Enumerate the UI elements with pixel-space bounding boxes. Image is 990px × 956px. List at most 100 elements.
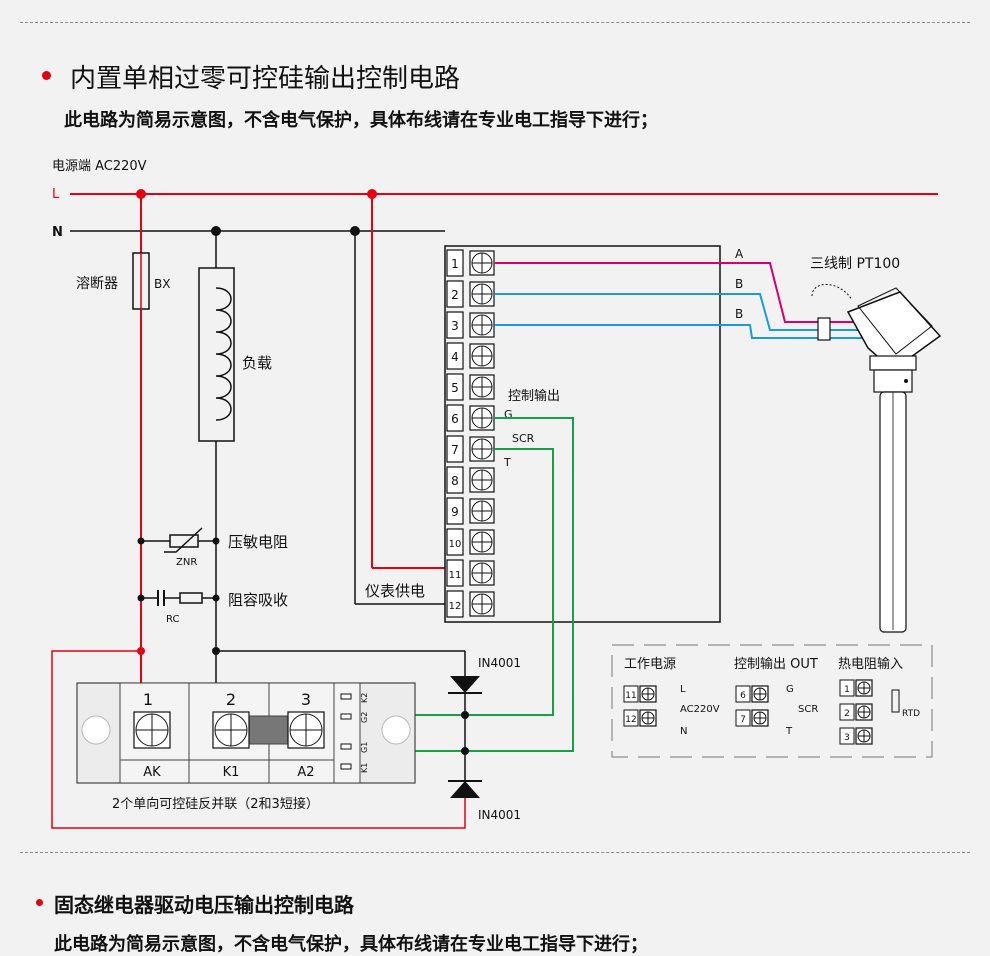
diode-top-label: IN4001: [478, 656, 521, 670]
svg-text:6: 6: [451, 412, 459, 426]
svg-text:K2: K2: [360, 693, 369, 703]
module-bottom-ak: AK: [143, 765, 161, 780]
load-coil: [215, 287, 232, 421]
instrument-box: [444, 245, 721, 623]
module-screw: [212, 711, 250, 749]
legend-terminal-3: 3: [839, 727, 873, 745]
svg-text:10: 10: [449, 539, 462, 550]
terminal-2: 2: [446, 280, 495, 308]
module-caption: 2个单向可控硅反并联（2和3短接）: [112, 796, 319, 812]
terminal-8: 8: [446, 466, 495, 494]
diode-bottom-label: IN4001: [478, 808, 521, 822]
wire-b2-label: B: [735, 307, 743, 321]
module-side-pins: K2 G2 G1 K1: [340, 693, 369, 773]
svg-text:1: 1: [844, 685, 850, 695]
terminal-6: 6: [446, 404, 495, 432]
svg-text:T: T: [785, 726, 793, 737]
divider-top: [20, 22, 970, 23]
svg-text:9: 9: [451, 505, 459, 519]
rc-label: 阻容吸收: [228, 591, 288, 609]
meter-power-label: 仪表供电: [365, 582, 425, 600]
terminal-11: 11: [446, 559, 495, 587]
svg-text:G2: G2: [360, 712, 369, 723]
line-l-label: L: [52, 187, 60, 202]
svg-text:3: 3: [451, 319, 459, 333]
section2-note: 此电路为简易示意图，不含电气保护，具体布线请在专业电工指导下进行；: [54, 934, 648, 955]
module-bottom-k1: K1: [223, 765, 240, 780]
load-label: 负载: [242, 354, 272, 372]
legend-terminal-2: 2: [839, 703, 873, 721]
t-label: T: [503, 456, 511, 469]
svg-text:AC220V: AC220V: [680, 704, 720, 715]
legend-terminal-6: 6: [735, 685, 769, 703]
svg-text:7: 7: [451, 443, 459, 457]
svg-text:7: 7: [740, 715, 746, 725]
terminal-7: 7: [446, 435, 495, 463]
legend-ctrl-title: 控制输出 OUT: [734, 656, 818, 672]
control-out-label: 控制输出: [508, 388, 560, 404]
terminal-3: 3: [446, 311, 495, 339]
svg-text:G: G: [786, 684, 794, 695]
wire-a-label: A: [735, 247, 744, 261]
varistor-label: 压敏电阻: [228, 533, 288, 551]
svg-text:12: 12: [625, 715, 636, 725]
pt100-label: 三线制 PT100: [810, 256, 900, 272]
svg-text:2: 2: [844, 709, 850, 719]
terminal-12: 12: [446, 590, 495, 618]
rc-code: RC: [166, 614, 179, 625]
terminal-9: 9: [446, 497, 495, 525]
section1-title: 内置单相过零可控硅输出控制电路: [70, 64, 461, 94]
legend-terminal-12: 12: [623, 709, 657, 727]
varistor-code: ZNR: [176, 557, 197, 568]
svg-text:N: N: [680, 726, 687, 737]
module-screw: [133, 711, 171, 749]
svg-text:5: 5: [451, 381, 459, 395]
svg-text:2: 2: [451, 288, 459, 302]
svg-text:11: 11: [625, 691, 636, 701]
svg-text:3: 3: [844, 733, 850, 743]
terminal-1: 1: [446, 249, 495, 277]
wire-t: [346, 448, 554, 716]
bullet-icon: [42, 71, 51, 80]
fuse-code: BX: [154, 277, 170, 291]
line-n-label: N: [52, 225, 63, 240]
module-bottom-a2: A2: [297, 765, 314, 780]
legend-box: [611, 644, 933, 758]
legend-terminal-1: 1: [839, 679, 873, 697]
diode-top: [450, 676, 480, 693]
wire-g: [346, 417, 574, 752]
terminal-10: 10: [446, 528, 495, 556]
section1-note: 此电路为简易示意图，不含电气保护，具体布线请在专业电工指导下进行；: [64, 110, 658, 131]
svg-text:1: 1: [451, 257, 459, 271]
svg-text:4: 4: [451, 350, 459, 364]
g-label: G: [504, 408, 513, 421]
circuit-diagram: 电源端 AC220V L N 溶断器 BX 仪表供电 负载 ZNR 压敏电阻 R…: [51, 159, 942, 829]
svg-text:8: 8: [451, 474, 459, 488]
svg-text:12: 12: [449, 601, 462, 612]
module-term-3: 3: [301, 690, 311, 709]
legend-terminal-11: 11: [623, 685, 657, 703]
terminal-5: 5: [446, 373, 495, 401]
diode-bottom: [450, 781, 480, 798]
section2-title: 固态继电器驱动电压输出控制电路: [54, 893, 354, 917]
wire-b1-label: B: [735, 277, 743, 291]
legend-rtd-title: 热电阻输入: [838, 656, 903, 672]
svg-text:SCR: SCR: [798, 704, 818, 715]
pt100-sensor: [811, 284, 942, 633]
svg-text:11: 11: [449, 570, 462, 581]
fuse-label: 溶断器: [76, 276, 118, 292]
module-screw: [287, 711, 325, 749]
bullet-icon: [36, 899, 43, 906]
svg-text:L: L: [680, 684, 686, 695]
svg-text:K1: K1: [360, 763, 369, 773]
legend-terminal-7: 7: [735, 709, 769, 727]
module-term-2: 2: [226, 690, 236, 709]
legend-power-title: 工作电源: [624, 657, 676, 672]
scr-label: SCR: [512, 432, 535, 445]
module-term-1: 1: [143, 690, 153, 709]
terminal-4: 4: [446, 342, 495, 370]
rc-resistor: [179, 592, 203, 604]
power-label: 电源端 AC220V: [52, 159, 147, 174]
divider-middle: [20, 852, 970, 853]
svg-text:RTD: RTD: [902, 709, 920, 719]
